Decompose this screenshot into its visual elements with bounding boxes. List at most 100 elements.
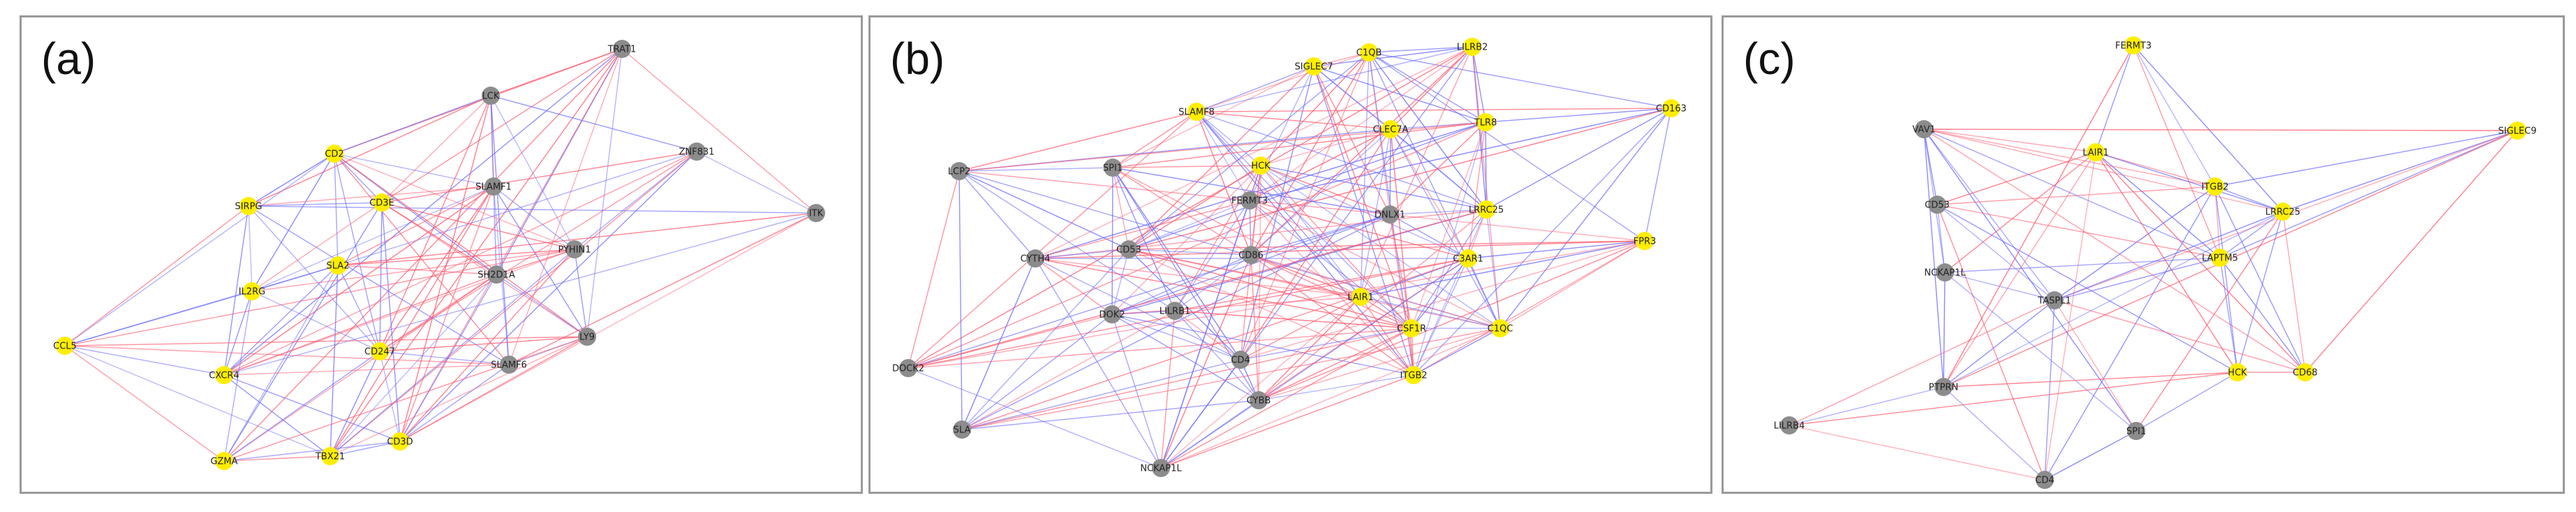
- node-il2rg: IL2RG: [239, 282, 265, 300]
- edge: [496, 249, 575, 275]
- edge: [1160, 400, 1259, 469]
- edge: [1360, 296, 1501, 329]
- node-marker: [2127, 422, 2145, 440]
- node-itk: ITK: [807, 204, 825, 222]
- node-label: CD2: [325, 149, 343, 160]
- edge: [1389, 214, 1645, 242]
- edge: [908, 328, 1412, 369]
- edge: [223, 212, 817, 376]
- node-label: SLA2: [327, 261, 350, 272]
- node-label: SPI1: [2126, 427, 2146, 437]
- edge: [379, 351, 401, 442]
- edge: [1111, 167, 1113, 315]
- node-marker: [953, 420, 971, 439]
- node-label: ITGB2: [2201, 182, 2228, 193]
- node-marker: [1360, 43, 1378, 61]
- edge: [334, 153, 383, 203]
- node-vav1: VAV1: [1912, 120, 1936, 138]
- node-lair1: LAIR1: [1347, 288, 1374, 306]
- node-marker: [1491, 319, 1509, 337]
- edge: [1485, 108, 1672, 123]
- edge: [1174, 258, 1469, 312]
- edge: [223, 441, 401, 462]
- node-cybb: CYBB: [1247, 391, 1271, 409]
- node-marker: [482, 87, 500, 105]
- edge: [1368, 52, 1501, 329]
- edge: [2044, 430, 2137, 481]
- edge: [1923, 129, 1944, 388]
- edge: [1111, 314, 1259, 401]
- edge: [248, 95, 491, 207]
- node-cd86: CD86: [1238, 246, 1264, 264]
- node-lilrb2: LILRB2: [1457, 38, 1488, 56]
- edge: [1128, 249, 1412, 329]
- edge: [223, 151, 697, 376]
- edge: [1174, 254, 1252, 312]
- edge: [1112, 165, 1261, 168]
- node-marker: [239, 197, 258, 215]
- node-label: CYTH4: [1021, 254, 1051, 265]
- edge: [330, 249, 575, 457]
- edge: [379, 336, 588, 352]
- edge: [223, 48, 623, 376]
- node-label: CD163: [1656, 104, 1687, 115]
- edge: [493, 186, 575, 250]
- edge: [958, 170, 1130, 250]
- node-label: NCKAP1L: [1924, 268, 1966, 279]
- edge: [1112, 111, 1197, 168]
- edge: [908, 258, 1469, 369]
- node-label: ITK: [809, 209, 824, 219]
- node-lcp2: LCP2: [948, 162, 970, 180]
- edges: [908, 46, 1672, 469]
- edge: [399, 95, 491, 442]
- edge: [1112, 167, 1176, 312]
- edge: [2219, 257, 2238, 373]
- edge: [1937, 204, 2045, 481]
- edge: [1196, 108, 1672, 112]
- edge: [399, 151, 697, 442]
- node-marker: [1187, 103, 1206, 121]
- node-label: LRRC25: [1469, 205, 1504, 216]
- edge: [958, 170, 963, 430]
- edge: [1411, 122, 1486, 329]
- edge: [379, 351, 510, 365]
- edge: [1250, 254, 1361, 298]
- node-cd247: CD247: [364, 342, 395, 360]
- edge: [1035, 122, 1486, 259]
- node-marker: [1026, 249, 1044, 268]
- edge: [1258, 209, 1487, 401]
- node-label: CD68: [2293, 368, 2318, 379]
- edge: [1789, 372, 2238, 426]
- edge: [2054, 300, 2137, 432]
- edge: [381, 151, 697, 203]
- node-label: CD4: [2035, 476, 2054, 486]
- node-label: LILRB1: [1160, 307, 1191, 317]
- node-marker: [321, 447, 339, 465]
- node-label: CYBB: [1247, 396, 1271, 407]
- node-label: CD53: [1925, 200, 1950, 211]
- edge: [2214, 186, 2221, 258]
- node-marker: [1103, 305, 1121, 323]
- edge: [1937, 204, 2055, 301]
- edge: [1111, 314, 1414, 376]
- edge: [1249, 200, 1252, 256]
- node-label: GZMA: [210, 457, 237, 467]
- edge: [248, 153, 335, 207]
- edge: [1389, 214, 1469, 259]
- node-label: SLA: [954, 425, 971, 436]
- edge: [2054, 211, 2283, 301]
- edge: [1160, 254, 1252, 469]
- panel-label: (c): [1743, 34, 1796, 84]
- edge: [1160, 200, 1250, 469]
- edge: [961, 310, 1176, 430]
- edge: [958, 170, 1036, 259]
- edge: [1500, 240, 1645, 329]
- edge: [1035, 249, 1130, 259]
- node-dock2: DOCK2: [892, 359, 924, 377]
- node-hck: HCK: [1251, 156, 1271, 175]
- node-label: LCP2: [948, 167, 970, 177]
- edge: [508, 212, 817, 365]
- edge: [2044, 186, 2216, 481]
- edge: [1368, 52, 1645, 242]
- edge: [490, 95, 510, 365]
